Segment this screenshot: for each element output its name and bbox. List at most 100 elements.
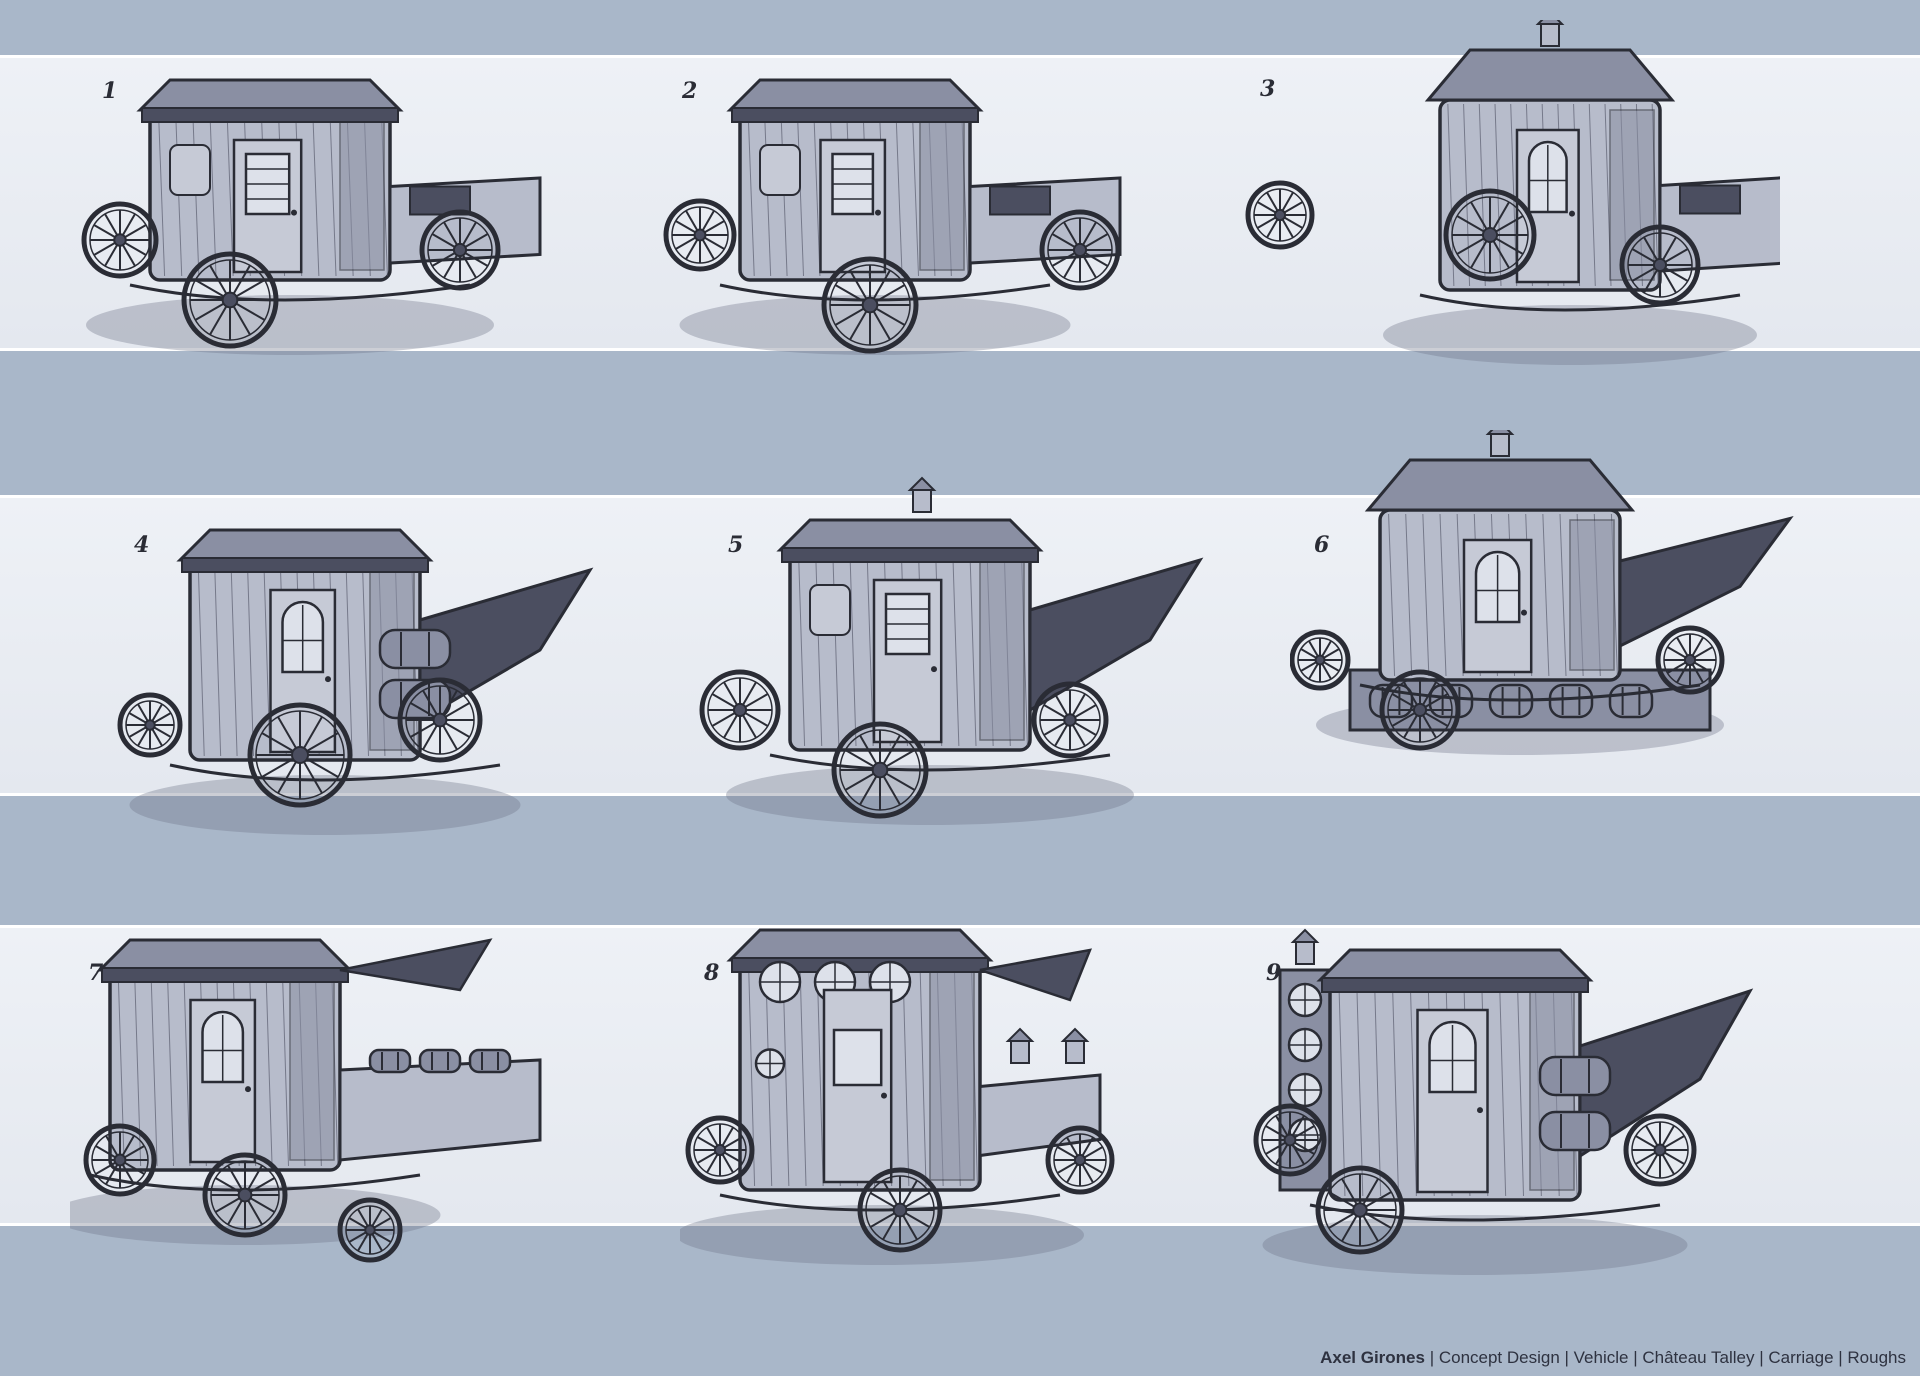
wheel-rim xyxy=(821,256,919,354)
sketch-hatch xyxy=(952,553,960,747)
undercarriage-spring xyxy=(1309,1203,1661,1222)
side-panel xyxy=(1569,519,1615,671)
carriage-sketch-7 xyxy=(70,938,542,1263)
door-handle xyxy=(875,209,881,216)
ground-shadow xyxy=(726,765,1134,825)
front-hatch xyxy=(979,948,1092,1002)
sketch-hatch xyxy=(117,973,125,1167)
side-panel xyxy=(289,979,335,1161)
roof-lantern xyxy=(1065,1040,1085,1064)
wheel-hub xyxy=(693,228,707,242)
side-window xyxy=(169,144,211,196)
sketch-hatch xyxy=(214,563,222,757)
flat-roof xyxy=(726,78,984,112)
wheel-hub xyxy=(1072,242,1088,258)
wheel-hub xyxy=(1073,1153,1087,1167)
wheel-rim xyxy=(699,669,781,751)
lantern-cap xyxy=(1005,1027,1035,1042)
sketch-hatch xyxy=(902,963,910,1187)
wheel-hub xyxy=(432,712,448,728)
sketch-hatch xyxy=(312,113,320,277)
side-window xyxy=(809,584,851,636)
sketch-number: 9 xyxy=(1266,960,1282,986)
ground-shadow xyxy=(1383,305,1757,365)
sketch-number: 4 xyxy=(134,532,150,558)
wheel-rim xyxy=(663,198,737,272)
flat-roof xyxy=(1316,948,1594,982)
side-panel xyxy=(929,969,975,1181)
roof-trim xyxy=(731,107,979,123)
flat-roof xyxy=(96,938,354,972)
wheel-rim xyxy=(1655,625,1725,695)
barrel xyxy=(378,628,452,670)
sketch-hatch xyxy=(895,113,903,277)
wheel-hub xyxy=(113,233,127,247)
sketch-hatch xyxy=(1388,513,1396,677)
sketch-hatch xyxy=(282,973,289,1167)
carriage-sketch-9 xyxy=(1253,928,1754,1275)
sketch-hatch xyxy=(1559,513,1567,677)
sketch-number: 1 xyxy=(102,78,118,104)
barrel xyxy=(368,1048,412,1074)
sketch-number: 6 xyxy=(1314,532,1330,558)
lantern-cap xyxy=(1290,928,1320,943)
flat-roof xyxy=(726,928,994,962)
sketch-hatch xyxy=(1517,983,1524,1197)
sketch-cell-1: 1 xyxy=(80,60,620,420)
door-handle xyxy=(1569,210,1575,217)
carriage-sketch-6 xyxy=(1290,430,1794,755)
barrel xyxy=(1538,1055,1612,1097)
sketch-hatch xyxy=(798,553,806,747)
door-handle xyxy=(1477,1107,1483,1114)
dome-roof xyxy=(1424,48,1676,102)
roof-trim xyxy=(181,557,429,573)
wheel-rim xyxy=(419,209,501,291)
credit-line: Axel Girones | Concept Design | Vehicle … xyxy=(1320,1348,1906,1368)
sketch-hatch xyxy=(1494,103,1502,287)
undercarriage-spring xyxy=(169,763,501,782)
door-handle xyxy=(325,676,331,683)
wheel-rim xyxy=(685,1115,755,1185)
door-handle xyxy=(291,209,297,216)
sketch-hatch xyxy=(1356,983,1364,1197)
wheel-hub xyxy=(237,1187,253,1203)
sketch-hatch xyxy=(362,563,369,757)
wheel-rim xyxy=(1045,1125,1115,1195)
wheel-hub xyxy=(1481,226,1499,244)
ground-shadow xyxy=(1262,1215,1688,1275)
sketch-hatch xyxy=(1409,983,1417,1197)
wheel-rim xyxy=(83,1123,157,1197)
sketch-hatch xyxy=(849,553,857,747)
undercarriage-spring xyxy=(1359,683,1701,702)
wheel-rim xyxy=(1290,629,1351,691)
sketch-cell-8: 8 xyxy=(680,920,1220,1280)
carriage-sketch-1 xyxy=(81,78,542,355)
sketch-hatch xyxy=(1588,103,1596,287)
wheel-hub xyxy=(713,1143,727,1157)
ground-shadow xyxy=(680,1205,1084,1265)
credit-details: | Concept Design | Vehicle | Château Tal… xyxy=(1424,1348,1906,1367)
roof-lantern xyxy=(1295,941,1315,965)
sketch-cell-4: 4 xyxy=(110,500,650,860)
sketch-number: 3 xyxy=(1260,76,1276,102)
sketch-hatch xyxy=(813,113,821,277)
flat-roof xyxy=(136,78,404,112)
door-handle xyxy=(881,1092,887,1099)
sketch-hatch xyxy=(265,973,273,1167)
roof-lantern xyxy=(1490,433,1510,457)
author-name: Axel Girones xyxy=(1320,1348,1425,1367)
sketch-hatch xyxy=(1499,983,1507,1197)
front-deck xyxy=(978,1073,1102,1158)
sketch-hatch xyxy=(1338,983,1346,1197)
sketch-cell-6: 6 xyxy=(1290,430,1830,790)
sketch-hatch xyxy=(183,973,191,1167)
door-handle xyxy=(931,666,937,673)
sketch-hatch xyxy=(1542,513,1550,677)
front-wing xyxy=(1618,516,1794,649)
wheel-hub xyxy=(1352,1202,1368,1218)
dome-roof xyxy=(1364,458,1636,512)
wheel-hub xyxy=(1653,1143,1667,1157)
wheel-rim xyxy=(1253,1103,1327,1177)
roof-lantern xyxy=(912,489,932,513)
undercarriage-spring xyxy=(1419,293,1741,312)
